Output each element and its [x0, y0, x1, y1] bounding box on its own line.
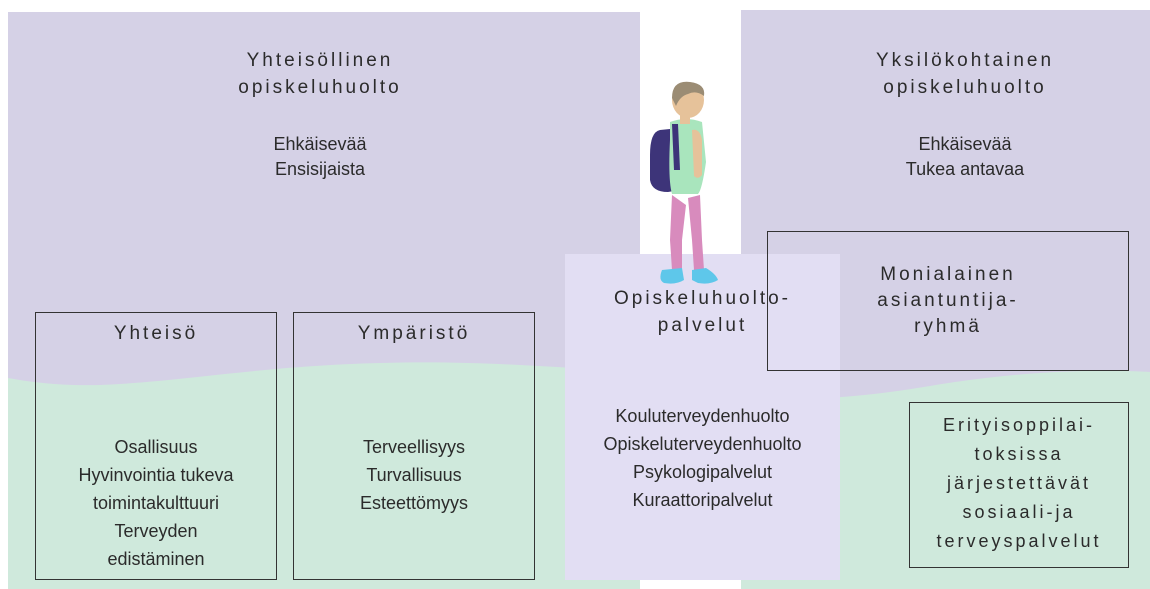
erityis-line: terveyspalvelut	[936, 531, 1102, 551]
yhteiso-title: Yhteisö	[113, 323, 199, 344]
list-item: Kouluterveydenhuolto	[615, 406, 790, 426]
right-sub-line2: Tukea antavaa	[905, 159, 1025, 180]
moniala-line: ryhmä	[914, 316, 982, 337]
left-sub-line1: Ehkäisevää	[273, 134, 367, 154]
monialainen-text: Monialainen asiantuntija- ryhmä	[768, 262, 1128, 340]
left-panel-bg	[8, 12, 640, 589]
list-item: Osallisuus	[114, 437, 198, 457]
erityis-line: Erityisoppilai-	[942, 415, 1096, 435]
box-ymparisto: Ympäristö Terveellisyys Turvallisuus Est…	[293, 312, 535, 580]
center-title-line1: Opiskeluhuolto-	[613, 288, 792, 309]
left-sub-line2: Ensisijaista	[274, 159, 366, 180]
right-title-line1: Yksilökohtainen	[875, 50, 1055, 71]
ymparisto-title: Ympäristö	[357, 323, 471, 344]
list-item: toimintakulttuuri	[92, 493, 220, 513]
list-item: Psykologipalvelut	[632, 462, 773, 482]
box-erityisoppilaitokset: Erityisoppilai- toksissa järjestettävät …	[909, 402, 1129, 568]
erityis-text: Erityisoppilai- toksissa järjestettävät …	[910, 411, 1128, 556]
erityis-line: sosiaali-ja	[962, 502, 1076, 522]
moniala-line: asiantuntija-	[877, 290, 1019, 311]
center-panel: Opiskeluhuolto- palvelut Kouluterveydenh…	[565, 254, 840, 580]
list-item: Terveyden	[114, 521, 198, 541]
left-panel-subtitle: Ehkäisevää Ensisijaista	[170, 132, 470, 182]
box-monialainen: Monialainen asiantuntija- ryhmä	[767, 231, 1129, 371]
student-figure-icon	[650, 81, 718, 284]
right-title-line2: opiskeluhuolto	[883, 76, 1047, 98]
erityis-line: toksissa	[974, 444, 1064, 464]
list-item: Esteettömyys	[359, 493, 469, 513]
box-yhteiso: Yhteisö Osallisuus Hyvinvointia tukeva t…	[35, 312, 277, 580]
ymparisto-items: Terveellisyys Turvallisuus Esteettömyys	[294, 433, 534, 517]
right-panel-title: Yksilökohtainen opiskeluhuolto	[800, 48, 1130, 101]
left-title-line2: opiskeluhuolto	[238, 76, 402, 98]
list-item: Opiskeluterveydenhuolto	[603, 434, 802, 454]
center-title: Opiskeluhuolto- palvelut	[565, 286, 840, 339]
list-item: Turvallisuus	[366, 465, 462, 485]
center-title-line2: palvelut	[657, 314, 748, 336]
list-item: Kuraattoripalvelut	[632, 490, 773, 510]
list-item: Terveellisyys	[362, 437, 466, 457]
right-panel-subtitle: Ehkäisevää Tukea antavaa	[815, 132, 1115, 182]
list-item: edistäminen	[107, 549, 205, 569]
erityis-line: järjestettävät	[946, 473, 1092, 493]
center-items: Kouluterveydenhuolto Opiskeluterveydenhu…	[565, 402, 840, 514]
moniala-line: Monialainen	[880, 264, 1016, 285]
yhteiso-items: Osallisuus Hyvinvointia tukeva toimintak…	[36, 433, 276, 573]
list-item: Hyvinvointia tukeva	[78, 465, 234, 485]
left-panel-title: Yhteisöllinen opiskeluhuolto	[140, 48, 500, 101]
left-title-line1: Yhteisöllinen	[246, 50, 394, 71]
right-sub-line1: Ehkäisevää	[918, 134, 1012, 154]
